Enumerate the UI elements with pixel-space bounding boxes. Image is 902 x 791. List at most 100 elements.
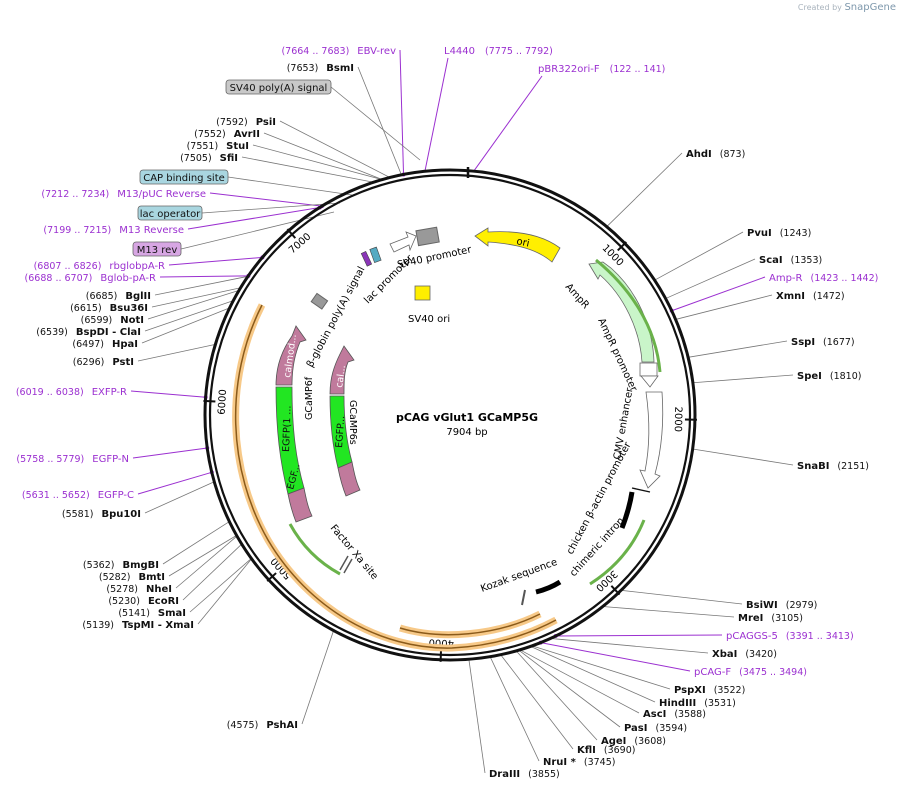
gcamp6f-tail[interactable] — [287, 487, 313, 523]
site-label[interactable]: (5581)Bpu10I — [62, 509, 141, 520]
intron-block[interactable] — [535, 579, 562, 595]
m13-rev-mark[interactable] — [360, 250, 373, 267]
site-label[interactable]: (5631 .. 5652)EGFP-C — [22, 490, 134, 501]
site-label[interactable]: (6497)HpaI — [72, 339, 138, 350]
site-label[interactable]: (5139)TspMI - XmaI — [82, 620, 194, 631]
leader-line — [692, 448, 794, 466]
site-position: (2151) — [837, 461, 869, 472]
sv40-polya-feature[interactable] — [415, 226, 440, 247]
site-label[interactable]: (6685)BglII — [86, 291, 151, 302]
site-label[interactable]: (7551)StuI — [187, 141, 249, 152]
site-label[interactable]: AscI(3588) — [643, 709, 706, 720]
feature-box-label: lac operator — [140, 209, 201, 220]
site-label[interactable]: SspI(1677) — [791, 337, 855, 348]
leader-line — [279, 120, 391, 178]
site-position: (873) — [720, 149, 746, 160]
site-label[interactable]: (7653)BsmI — [287, 63, 354, 74]
site-label[interactable]: (6539)BspDI - ClaI — [36, 327, 141, 338]
enzyme-name: DraIII — [489, 769, 520, 780]
cmv-enhancer-feature[interactable] — [639, 391, 664, 489]
gcamp6f-calmod[interactable] — [275, 325, 307, 386]
site-label[interactable]: NruI *(3745) — [543, 757, 615, 768]
site-label[interactable]: HindIII (3531) — [659, 698, 736, 709]
leader-line — [227, 176, 353, 196]
promoter-tick — [631, 487, 651, 493]
site-label[interactable]: (6615)Bsu36I — [70, 303, 148, 314]
site-label[interactable]: Amp-R(1423 .. 1442) — [769, 273, 878, 284]
site-position: (3391 .. 3413) — [786, 631, 854, 642]
site-label[interactable]: BsiWI(2979) — [746, 600, 817, 611]
site-label[interactable]: SnaBI(2151) — [797, 461, 869, 472]
lac-operator-mark[interactable] — [369, 246, 382, 263]
orf-arc-inner-line — [399, 613, 541, 636]
feature-box[interactable] — [139, 169, 229, 185]
ampr-promoter-feature[interactable] — [639, 362, 658, 377]
site-label[interactable]: MreI(3105) — [738, 613, 803, 624]
leader-line — [519, 649, 640, 714]
leader-line — [688, 340, 788, 358]
site-label[interactable]: XmnI(1472) — [776, 291, 845, 302]
site-label[interactable]: (7664 .. 7683)EBV-rev — [281, 46, 396, 57]
site-label[interactable]: (6296)PstI — [73, 357, 134, 368]
gcamp6s-tail[interactable] — [337, 461, 361, 497]
enzyme-name: HindIII — [659, 698, 696, 709]
site-label[interactable]: (7505)SfiI — [180, 153, 238, 164]
leader-line — [241, 156, 374, 183]
site-label[interactable]: (6019 .. 6038)EXFP-R — [16, 387, 127, 398]
site-label[interactable]: (6807 .. 6826)rbglobpA-R — [34, 261, 165, 272]
primer-name: Bglob-pA-R — [100, 273, 156, 284]
site-label[interactable]: ScaI(1353) — [759, 255, 822, 266]
site-label[interactable]: PspXI(3522) — [674, 685, 745, 696]
gcamp6s-cal[interactable] — [329, 345, 355, 395]
site-label[interactable]: PvuI(1243) — [747, 228, 811, 239]
primer-name: M13/pUC Reverse — [117, 189, 206, 200]
sv40-promoter-feature[interactable] — [389, 231, 417, 253]
site-label[interactable]: pCAG-F(3475 .. 3494) — [694, 667, 807, 678]
site-label[interactable]: L4440(7775 .. 7792) — [444, 46, 553, 57]
site-label[interactable]: KflI(3690) — [577, 745, 635, 756]
snapgene-logo: Created by SnapGene — [797, 2, 896, 13]
site-label[interactable]: (7592)PsiI — [216, 117, 276, 128]
site-label[interactable]: (6599)NotI — [81, 315, 144, 326]
leader-line — [468, 659, 486, 774]
site-position: (6688 .. 6707) — [25, 273, 93, 284]
feature-box[interactable] — [137, 205, 203, 221]
ori-feature[interactable] — [474, 227, 561, 263]
sv40-ori-feature[interactable] — [414, 285, 431, 301]
site-label[interactable]: XbaI(3420) — [712, 649, 777, 660]
bglobin-feature[interactable] — [310, 292, 329, 310]
site-label[interactable]: pBR322ori-F(122 .. 141) — [538, 64, 665, 75]
enzyme-name: Bsu36I — [110, 303, 148, 314]
feature-box[interactable] — [225, 79, 332, 95]
site-label[interactable]: PasI(3594) — [624, 723, 687, 734]
feature-box-label: SV40 poly(A) signal — [230, 83, 328, 94]
site-label[interactable]: (5278)NheI — [106, 584, 172, 595]
site-label[interactable]: (6688 .. 6707) Bglob-pA-R — [25, 273, 156, 284]
feature-box[interactable] — [132, 241, 182, 257]
site-label[interactable]: (7552)AvrII — [194, 129, 260, 140]
site-label[interactable]: (5362)BmgBI — [83, 560, 159, 571]
site-label[interactable]: (5141)SmaI — [118, 608, 186, 619]
gcamp6s-label: GCaMP6s — [347, 400, 358, 445]
site-label[interactable]: (5282)BmtI — [99, 572, 165, 583]
site-label[interactable]: AhdI(873) — [686, 149, 745, 160]
enzyme-name: AscI — [643, 709, 666, 720]
site-label[interactable]: (4575)PshAI — [227, 720, 298, 731]
site-position: (3531) — [704, 698, 736, 709]
site-position: (1423 .. 1442) — [811, 273, 879, 284]
leader-line — [424, 57, 449, 172]
site-label[interactable]: (5758 .. 5779)EGFP-N — [16, 454, 129, 465]
site-label[interactable]: SpeI(1810) — [797, 371, 861, 382]
plasmid-name: pCAG vGlut1 GCaMP5G — [396, 411, 538, 424]
site-label[interactable]: (7199 .. 7215)M13 Reverse — [43, 225, 184, 236]
site-label[interactable]: pCAGGS-5(3391 .. 3413) — [726, 631, 854, 642]
leader-line — [154, 275, 249, 296]
chicken-promoter-block[interactable] — [619, 491, 635, 529]
ampr-feature[interactable] — [588, 261, 655, 363]
site-label[interactable]: (7212 .. 7234)M13/pUC Reverse — [41, 189, 206, 200]
orf-arc-inner[interactable] — [398, 610, 542, 639]
site-label[interactable]: DraIII(3855) — [489, 769, 560, 780]
enzyme-name: BspDI - ClaI — [76, 327, 141, 338]
site-label[interactable]: AgeI(3608) — [601, 736, 666, 747]
site-label[interactable]: (5230)EcoRI — [108, 596, 179, 607]
